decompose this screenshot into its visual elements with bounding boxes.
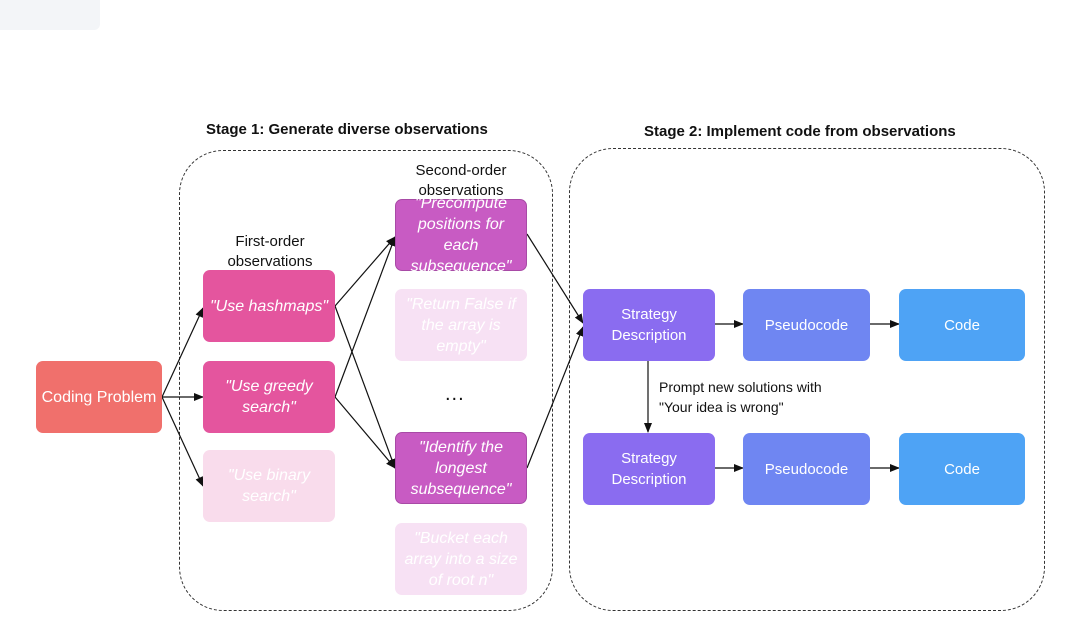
prompt-note-line2: "Your idea is wrong" [659, 399, 784, 415]
observation-use-binary-search: "Use binary search" [203, 450, 335, 522]
observation-use-hashmaps: "Use hashmaps" [203, 270, 335, 342]
arrow-hashmaps-to-identify [334, 305, 396, 469]
observation-text: "Return False if the array is empty" [406, 295, 516, 355]
pseudocode-box-2: Pseudocode [743, 433, 870, 505]
second-order-heading-line2: observations [418, 182, 504, 199]
observation-text: "Bucket each array into a size of root n… [404, 529, 518, 589]
arrow-identify-to-strategy [526, 326, 584, 469]
arrow-hashmaps-to-precompute [334, 236, 396, 307]
strategy-description-box-1: Strategy Description [583, 289, 715, 361]
pseudocode-label: Pseudocode [764, 316, 849, 334]
first-order-heading: First-order observations [205, 232, 335, 272]
arrow-greedy-to-identify [334, 396, 396, 469]
stage2-title: Stage 2: Implement code from observation… [644, 123, 956, 140]
first-order-heading-line2: observations [227, 253, 313, 270]
code-box-2: Code [899, 433, 1025, 505]
observation-precompute-positions: "Precompute positions for each subsequen… [395, 195, 527, 275]
coding-problem-label: Coding Problem [41, 388, 157, 406]
observation-identify-longest-subsequence: "Identify the longest subsequence" [395, 432, 527, 504]
logo-placeholder [0, 0, 100, 30]
stage1-panel [179, 150, 553, 611]
observation-text: "Identify the longest subsequence" [410, 438, 512, 498]
prompt-note: Prompt new solutions with "Your idea is … [659, 377, 822, 417]
coding-problem-box: Coding Problem [36, 361, 162, 433]
arrow-greedy-to-precompute [334, 236, 396, 398]
code-label: Code [944, 460, 980, 478]
arrow-problem-to-hashmaps [161, 307, 204, 398]
first-order-heading-line1: First-order [235, 233, 305, 250]
stage1-title: Stage 1: Generate diverse observations [206, 121, 488, 138]
observation-bucket-array: "Bucket each array into a size of root n… [395, 523, 527, 595]
observation-text: "Use binary search" [227, 467, 311, 505]
observation-text: "Precompute positions for each subsequen… [410, 195, 512, 275]
strategy-label: Strategy Description [611, 450, 687, 488]
second-order-heading: Second-order observations [395, 161, 527, 201]
code-label: Code [944, 316, 980, 334]
pseudocode-box-1: Pseudocode [743, 289, 870, 361]
stage2-panel [569, 148, 1045, 611]
second-order-heading-line1: Second-order [415, 162, 507, 179]
prompt-note-line1: Prompt new solutions with [659, 379, 822, 395]
observation-text: "Use greedy search" [225, 378, 313, 416]
observation-text: "Use hashmaps" [209, 297, 329, 315]
more-observations-ellipsis: ... [445, 383, 465, 405]
arrow-problem-to-binary [161, 396, 204, 487]
observation-return-false-if-empty: "Return False if the array is empty" [395, 289, 527, 361]
pseudocode-label: Pseudocode [764, 460, 849, 478]
observation-use-greedy-search: "Use greedy search" [203, 361, 335, 433]
strategy-label: Strategy Description [611, 306, 687, 344]
strategy-description-box-2: Strategy Description [583, 433, 715, 505]
code-box-1: Code [899, 289, 1025, 361]
arrow-precompute-to-strategy [526, 233, 584, 324]
